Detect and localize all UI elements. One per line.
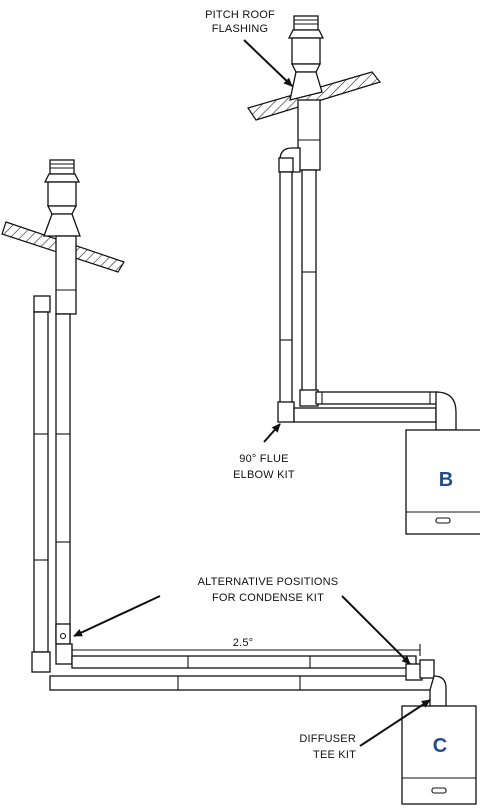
label-pitch-roof-flashing: PITCH ROOF FLASHING	[205, 9, 293, 87]
boiler-c: C	[401, 705, 477, 805]
terminal-cap-b	[287, 15, 325, 73]
flue-elbow-arrow	[263, 423, 281, 443]
condense-line1: ALTERNATIVE POSITIONS	[198, 576, 339, 588]
elbow-bottom-b	[277, 401, 295, 423]
condense-arrow-right	[341, 595, 411, 665]
boiler-c-label: C	[433, 735, 447, 757]
flue-elbow-line2: ELBOW KIT	[233, 469, 295, 481]
condense-line2: FOR CONDENSE KIT	[212, 592, 324, 604]
roof-slab-b	[247, 71, 382, 121]
elbow-top-b	[278, 157, 294, 173]
terminal-cap-c	[43, 159, 81, 215]
label-condense-kit: ALTERNATIVE POSITIONS FOR CONDENSE KIT	[73, 576, 411, 665]
label-flue-elbow: 90° FLUE ELBOW KIT	[233, 423, 295, 481]
system-c	[1, 159, 447, 707]
flashing-c	[43, 213, 81, 237]
angle-label: 2.5°	[233, 637, 254, 649]
pitch-roof-flashing-line2: FLASHING	[212, 23, 269, 35]
boiler-b-label: B	[439, 469, 453, 491]
diffuser-line2: TEE KIT	[313, 749, 356, 761]
diffuser-line1: DIFFUSER	[299, 733, 356, 745]
pipe-horizontal-b-1	[293, 407, 437, 423]
diffuser-tee	[429, 675, 447, 707]
elbow-bottom-c	[31, 651, 51, 673]
elbow-top-c	[33, 295, 51, 313]
pitch-roof-flashing-line1: PITCH ROOF	[205, 9, 275, 21]
pipe-horizontal-b-2	[315, 391, 439, 405]
diffuser-arrow	[359, 699, 431, 747]
pipe-horizontal-c-2	[49, 675, 435, 691]
pipe-down-b-1	[279, 171, 293, 405]
flashing-b	[289, 71, 323, 101]
pitch-roof-flashing-arrow	[243, 39, 293, 87]
pipe-down-c-1	[33, 311, 49, 653]
pipe-horizontal-c-1	[71, 655, 417, 669]
flue-vertical-c	[55, 235, 77, 315]
flue-vertical-b	[297, 99, 321, 171]
pipe-down-b-2	[301, 169, 317, 393]
pipe-down-c-2	[55, 313, 71, 643]
flue-elbow-line1: 90° FLUE	[239, 453, 288, 465]
boiler-connection-b	[435, 391, 457, 431]
condense-arrow-left	[73, 595, 161, 637]
label-diffuser-tee: DIFFUSER TEE KIT	[299, 699, 431, 761]
system-b	[247, 15, 457, 431]
boiler-b: B	[405, 429, 480, 535]
